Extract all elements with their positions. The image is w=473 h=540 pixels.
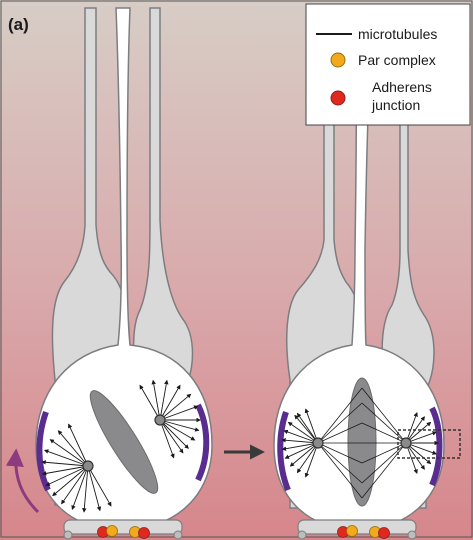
left-basal-base <box>64 520 182 534</box>
left-centrosome-upper <box>155 415 165 425</box>
right-centrosome-left <box>313 438 323 448</box>
right-spindle <box>348 378 376 506</box>
left-basal-foot <box>174 531 182 539</box>
left-centrosome-lower <box>83 461 93 471</box>
right-basal-foot <box>298 531 306 539</box>
legend-par-complex-dot <box>331 53 345 67</box>
legend-adherens-label-2: junction <box>371 97 420 113</box>
panel-label: (a) <box>8 15 29 34</box>
right-adherens-junction-dot <box>379 528 390 539</box>
legend-adherens-dot <box>331 91 345 105</box>
legend: microtubules Par complex Adherens juncti… <box>306 4 470 125</box>
right-centrosome-right <box>401 438 411 448</box>
left-adherens-junction-dot <box>139 528 150 539</box>
legend-adherens-label-1: Adherens <box>372 79 432 95</box>
legend-microtubules-label: microtubules <box>358 26 437 42</box>
left-basal-foot <box>64 531 72 539</box>
left-par-complex-dot <box>107 526 118 537</box>
legend-par-complex-label: Par complex <box>358 52 436 68</box>
right-par-complex-dot <box>347 526 358 537</box>
right-basal-foot <box>408 531 416 539</box>
